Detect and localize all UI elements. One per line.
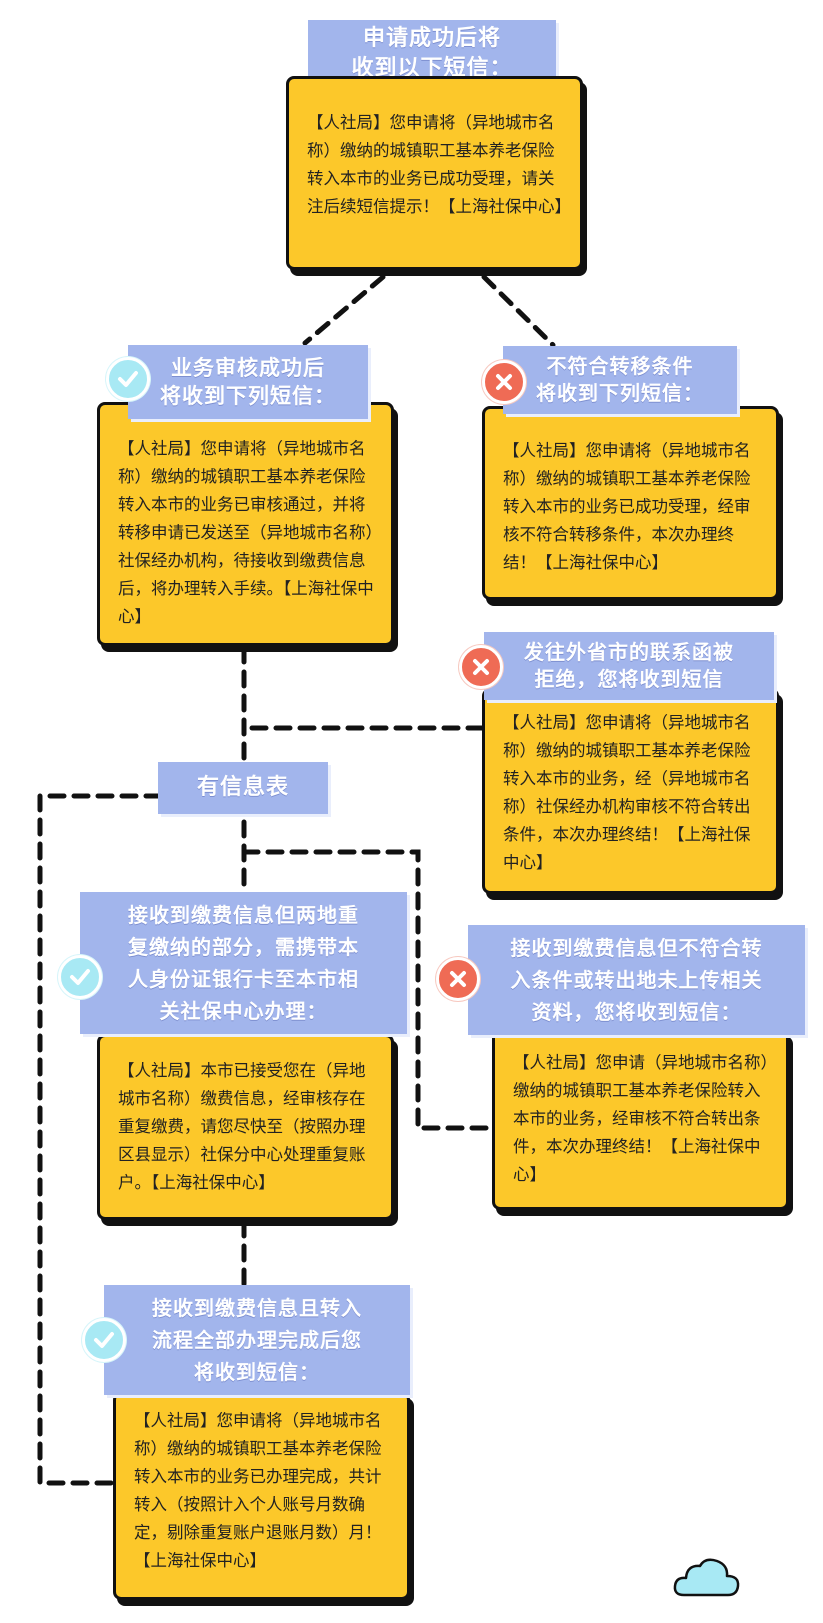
complete-title: 接收到缴费信息且转入 流程全部办理完成后您 将收到短信： <box>104 1285 410 1395</box>
connector-success-to-not-eligible <box>481 274 556 348</box>
cloud-icon <box>673 1558 740 1597</box>
transfer-fail-message-box: 【人社局】您申请（异地城市名称）缴纳的城镇职工基本养老保险转入本市的业务，经审核… <box>492 1030 789 1210</box>
transfer-fail-title: 接收到缴费信息但不符合转 入条件或转出地未上传相关 资料，您将收到短信： <box>468 925 805 1035</box>
review-ok-title: 业务审核成功后 将收到下列短信： <box>128 345 368 419</box>
check-icon <box>58 955 102 999</box>
duplicate-message-box: 【人社局】本市已接受您在（异地城市名称）缴费信息，经审核存在重复缴费，请您尽快至… <box>97 1034 394 1220</box>
x-icon <box>459 645 503 689</box>
not-eligible-message: 【人社局】您申请将（异地城市名称）缴纳的城镇职工基本养老保险转入本市的业务已成功… <box>503 441 751 572</box>
check-icon <box>82 1318 126 1362</box>
complete-message-box: 【人社局】您申请将（异地城市名称）缴纳的城镇职工基本养老保险转入本市的业务已办理… <box>113 1392 410 1600</box>
rejected-title: 发往外省市的联系函被 拒绝，您将收到短信 <box>484 632 774 700</box>
info-table-label: 有信息表 <box>158 762 328 814</box>
x-icon <box>436 957 480 1001</box>
connector-info-left-loop <box>37 793 163 1486</box>
not-eligible-message-box: 【人社局】您申请将（异地城市名称）缴纳的城镇职工基本养老保险转入本市的业务已成功… <box>482 406 779 600</box>
transfer-fail-message: 【人社局】您申请（异地城市名称）缴纳的城镇职工基本养老保险转入本市的业务，经审核… <box>513 1053 769 1184</box>
review-ok-message-box: 【人社局】您申请将（异地城市名称）缴纳的城镇职工基本养老保险转入本市的业务已审核… <box>97 402 394 646</box>
success-message: 【人社局】您申请将（异地城市名称）缴纳的城镇职工基本养老保险转入本市的业务已成功… <box>307 113 571 216</box>
rejected-message: 【人社局】您申请将（异地城市名称）缴纳的城镇职工基本养老保险转入本市的业务，经（… <box>503 713 751 872</box>
complete-message: 【人社局】您申请将（异地城市名称）缴纳的城镇职工基本养老保险转入本市的业务已办理… <box>134 1411 382 1570</box>
duplicate-message: 【人社局】本市已接受您在（异地城市名称）缴费信息，经审核存在重复缴费，请您尽快至… <box>118 1061 366 1192</box>
connector-to-transfer-fail <box>241 849 493 1131</box>
not-eligible-title: 不符合转移条件 将收到下列短信： <box>503 346 737 414</box>
connector-success-to-review-ok <box>302 274 386 346</box>
duplicate-title: 接收到缴费信息但两地重 复缴纳的部分，需携带本 人身份证银行卡至本市相 关社保中… <box>80 892 407 1034</box>
rejected-message-box: 【人社局】您申请将（异地城市名称）缴纳的城镇职工基本养老保险转入本市的业务，经（… <box>482 688 779 894</box>
x-icon <box>482 360 526 404</box>
success-message-box: 【人社局】您申请将（异地城市名称）缴纳的城镇职工基本养老保险转入本市的业务已成功… <box>286 76 583 270</box>
check-icon <box>106 357 150 401</box>
review-ok-message: 【人社局】您申请将（异地城市名称）缴纳的城镇职工基本养老保险转入本市的业务已审核… <box>118 439 374 626</box>
